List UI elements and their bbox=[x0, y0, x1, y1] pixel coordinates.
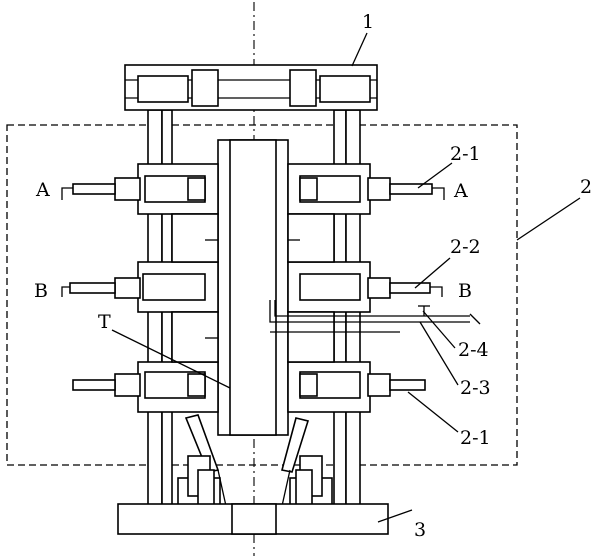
stop bbox=[418, 305, 430, 316]
label-A-left: A bbox=[35, 179, 50, 201]
rail bbox=[269, 300, 481, 333]
label-2-2: 2-2 bbox=[450, 236, 481, 258]
left-cylinders bbox=[114, 175, 206, 399]
top-assembly bbox=[124, 64, 378, 111]
label-2-4: 2-4 bbox=[458, 339, 489, 361]
label-T: T bbox=[98, 311, 111, 333]
label-A-right: A bbox=[453, 180, 468, 202]
label-1: 1 bbox=[362, 11, 374, 33]
base-center bbox=[231, 503, 277, 535]
label-2-1-upper: 2-1 bbox=[450, 143, 481, 165]
right-cylinders bbox=[299, 175, 391, 399]
central-workpiece bbox=[217, 139, 289, 436]
frame-boundary bbox=[6, 124, 518, 466]
label-B-right: B bbox=[458, 280, 472, 302]
connectors bbox=[205, 239, 300, 339]
label-2-1-lower: 2-1 bbox=[460, 427, 491, 449]
label-2: 2 bbox=[580, 176, 592, 198]
label-2-3: 2-3 bbox=[460, 377, 491, 399]
label-3: 3 bbox=[414, 519, 426, 541]
piston-rods bbox=[69, 183, 433, 391]
section-markers bbox=[61, 187, 445, 297]
label-B-left: B bbox=[34, 280, 48, 302]
leader-lines bbox=[111, 32, 581, 523]
